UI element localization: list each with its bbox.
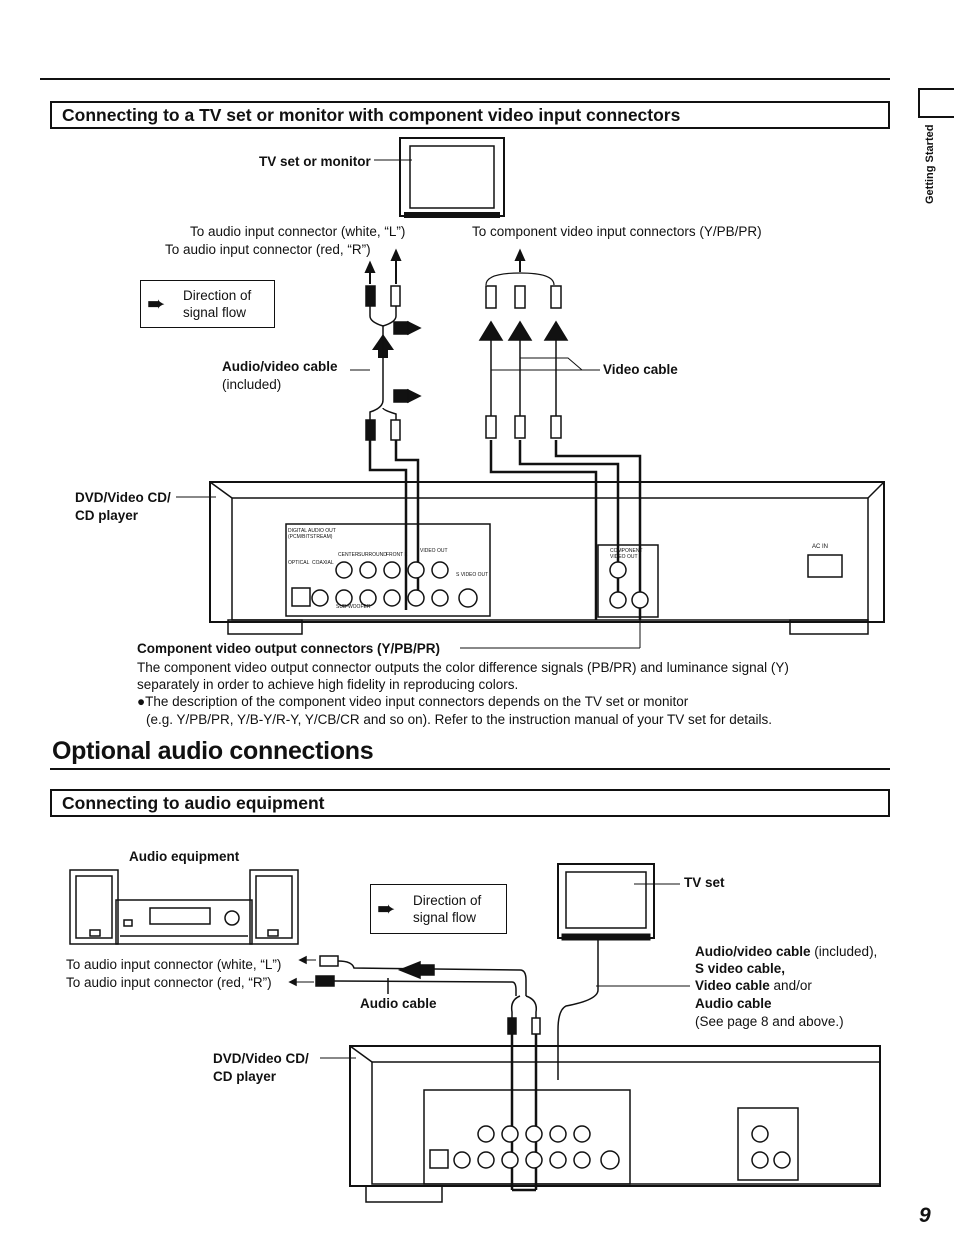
signal-flow-text-1: Direction of: [413, 893, 482, 908]
player-label-1: DVD/Video CD/: [75, 490, 171, 505]
video-out-label: VIDEO OUT: [420, 548, 448, 554]
component-out-label: COMPONENT VIDEO OUT: [610, 548, 643, 560]
signal-flow-legend-2: ➨ Direction of signal flow: [370, 884, 507, 934]
rear-jacks: [291, 561, 649, 609]
side-tab-marker: [918, 88, 954, 118]
section-heading-text: Connecting to a TV set or monitor with c…: [62, 105, 681, 125]
signal-flow-legend: ➨ Direction of signal flow: [140, 280, 275, 328]
digital-out-label: DIGITAL AUDIO OUT(PCM/BITSTREAM): [288, 528, 336, 540]
cables-line-2: S video cable,: [695, 961, 786, 976]
section-title-optional-audio: Optional audio connections: [52, 737, 374, 765]
s-video-out-label: S VIDEO OUT: [456, 572, 489, 578]
front-label: FRONT L: [386, 552, 408, 558]
av-cable-label: Audio/video cable: [222, 359, 338, 374]
arrow-right-icon: ➨: [377, 896, 396, 921]
audio-red-label: To audio input connector (red, “R”): [165, 242, 371, 257]
arrow-right-icon: ➨: [147, 291, 166, 316]
audio-red-label-2: To audio input connector (red, “R”): [66, 975, 272, 990]
subsection-heading-text: Connecting to audio equipment: [62, 793, 325, 813]
audio-white-label: To audio input connector (white, “L”): [190, 224, 406, 239]
component-input-label: To component video input connectors (Y/P…: [472, 224, 762, 239]
subwoofer-label: SUB-WOOFER: [336, 604, 371, 610]
av-cable-plugs-top: [365, 285, 422, 340]
rear-jacks-2: [429, 1125, 791, 1170]
video-cable-label: Video cable: [603, 362, 678, 377]
section-rule: [50, 768, 890, 770]
center-label: CENTER: [338, 552, 359, 558]
cables-line-5: (See page 8 and above.): [695, 1014, 844, 1029]
audio-equipment-illustration: [69, 869, 299, 945]
section-heading-component: Connecting to a TV set or monitor with c…: [50, 101, 890, 129]
surround-label: SURROUND: [358, 552, 387, 558]
signal-flow-text-1: Direction of: [183, 288, 252, 303]
tv-connection-diagram: [176, 137, 885, 649]
audio-equipment-label: Audio equipment: [129, 849, 240, 864]
cables-line-1: Audio/video cable (included),: [695, 944, 878, 959]
audio-cable-label: Audio cable: [360, 996, 437, 1011]
player-label-2-1: DVD/Video CD/: [213, 1051, 309, 1066]
desc-line-2: separately in order to achieve high fide…: [137, 677, 519, 692]
component-plugs-top: [478, 285, 600, 439]
tv-monitor-label: TV set or monitor: [259, 154, 371, 169]
dvd-player-rear-2: [320, 1045, 881, 1203]
page-number: 9: [919, 1204, 931, 1227]
top-rule: [40, 78, 890, 80]
player-label-2-2: CD player: [213, 1069, 277, 1084]
desc-line-1: The component video output connector out…: [137, 660, 789, 675]
coaxial-label: COAXIAL: [312, 560, 334, 566]
subsection-heading-audio: Connecting to audio equipment: [50, 789, 890, 817]
ac-in-label: AC IN: [812, 544, 829, 550]
optical-label: OPTICAL: [288, 560, 310, 566]
av-cable-included-label: (included): [222, 377, 282, 392]
dvd-player-rear: [209, 481, 885, 635]
component-output-title: Component video output connectors (Y/PB/…: [137, 641, 440, 656]
desc-line-4: (e.g. Y/PB/PR, Y/B-Y/R-Y, Y/CB/CR and so…: [146, 712, 773, 727]
audio-connection-diagram: [69, 863, 881, 1203]
signal-flow-text-2: signal flow: [183, 305, 247, 320]
tv-set-illustration: [557, 863, 680, 941]
cable-routing: [368, 440, 642, 620]
cables-line-4: Audio cable: [695, 996, 772, 1011]
audio-white-label-2: To audio input connector (white, “L”): [66, 957, 282, 972]
tv-monitor-illustration: [374, 137, 505, 218]
audio-cable-graphic: [288, 955, 541, 1192]
tv-set-label: TV set: [684, 875, 725, 890]
desc-line-3: ●The description of the component video …: [137, 694, 689, 709]
signal-flow-text-2: signal flow: [413, 910, 477, 925]
player-label-2: CD player: [75, 508, 139, 523]
cables-line-3: Video cable and/or: [695, 978, 812, 993]
